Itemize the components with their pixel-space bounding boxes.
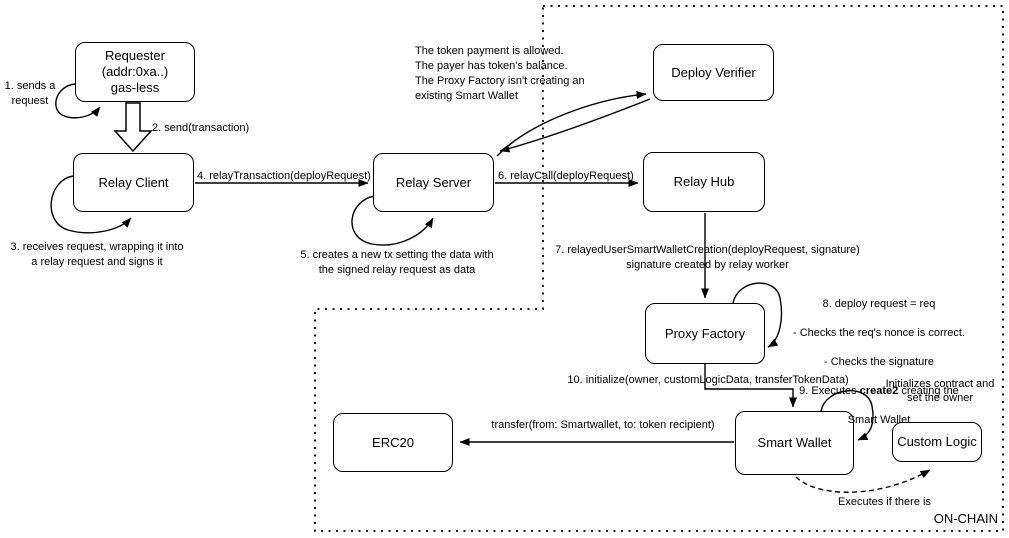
step8-line3: - Checks the signature [823, 355, 935, 368]
custom-logic-box: Custom Logic [892, 422, 982, 462]
verifier-to-server-arrow [499, 98, 651, 153]
relay-client-box: Relay Client [73, 153, 194, 212]
send-transaction-block-arrow [113, 102, 153, 153]
step3-label: 3. receives request, wrapping it into a … [10, 241, 184, 268]
verifier-note: The token payment is allowed. The payer … [415, 45, 585, 102]
proxy-factory-box: Proxy Factory [645, 303, 765, 364]
relay-server-self-loop-arrow [351, 195, 434, 246]
requester-box: Requester (addr:0xa..) gas-less [75, 42, 195, 102]
initialize-arrow [704, 364, 797, 408]
step9-line2: Smart Wallet [847, 413, 911, 426]
step1-label: 1. sends a request [4, 80, 56, 107]
step10-label: 10. initialize(owner, customLogicData, t… [567, 374, 849, 386]
erc20-box: ERC20 [333, 413, 453, 472]
step6-label: 6. relayCall(deployRequest) [498, 170, 634, 182]
transfer-label: transfer(from: Smartwallet, to: token re… [491, 419, 715, 431]
init-note: Initializes contract and set the owner [885, 378, 995, 404]
smart-wallet-self-loop-arrow [820, 390, 874, 441]
step4-label: 4. relayTransaction(deployRequest) [197, 170, 371, 182]
step2-label: 2. send(transaction) [152, 122, 250, 134]
relay-hub-box: Relay Hub [643, 152, 765, 212]
step7-label: 7. relayedUserSmartWalletCreation(deploy… [555, 244, 860, 271]
executes-custom-logic-arrow [795, 469, 931, 493]
step8-9-label: 8. deploy request = req - Checks the req… [786, 282, 972, 442]
onchain-boundary [314, 5, 1004, 532]
relay-client-self-loop-arrow [50, 175, 132, 234]
relay-server-box: Relay Server [373, 153, 494, 212]
step5-label: 5. creates a new tx setting the data wit… [300, 249, 494, 276]
proxy-factory-self-loop-arrow [732, 282, 783, 348]
executes-label: Executes if there is [838, 496, 931, 508]
step9-line1: 9. Executes create2 creating the [799, 384, 959, 397]
step8-line2: - Checks the req's nonce is correct. [792, 326, 966, 339]
deploy-verifier-box: Deploy Verifier [653, 44, 774, 101]
requester-self-loop-arrow [55, 83, 101, 119]
step8-line1: 8. deploy request = req [822, 297, 936, 310]
smart-wallet-box: Smart Wallet [735, 411, 854, 475]
onchain-label: ON-CHAIN [933, 511, 998, 526]
